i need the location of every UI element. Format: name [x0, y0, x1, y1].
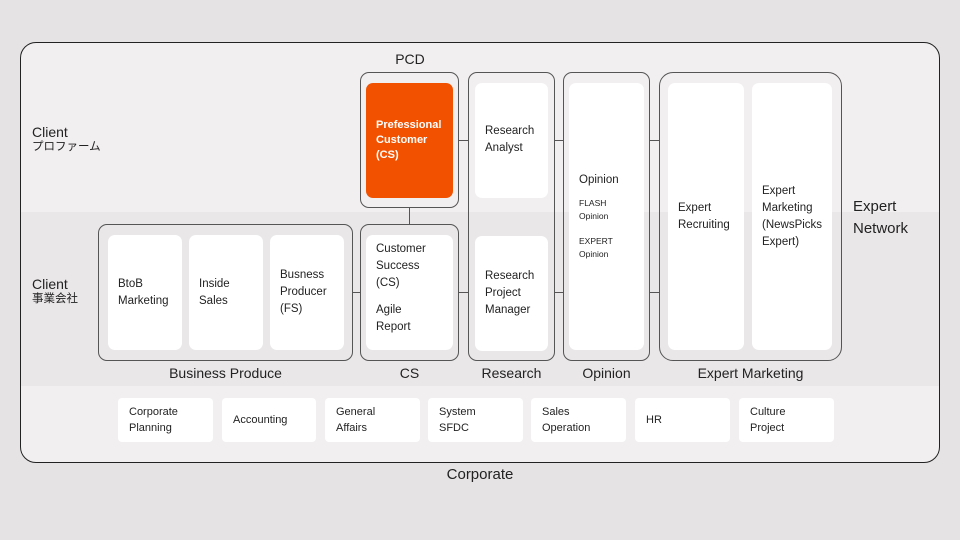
group-label-opinion: Opinion — [582, 365, 631, 381]
card-opinion[interactable]: Opinion FLASH Opinion EXPERT Opinion — [569, 83, 644, 350]
group-label-cs: CS — [399, 365, 420, 381]
card-business-producer[interactable]: Busness Producer (FS) — [270, 235, 344, 350]
connector-line — [409, 208, 411, 225]
group-opinion — [563, 72, 650, 361]
connector-line — [650, 292, 659, 294]
corporate-item-accounting[interactable]: Accounting — [222, 398, 316, 442]
card-opinion-title: Opinion — [579, 174, 619, 186]
group-cs — [360, 224, 459, 361]
row-label-title: Client — [32, 276, 68, 292]
connector-line — [353, 292, 361, 294]
card-expert-opinion: EXPERT Opinion — [579, 236, 613, 259]
row-label-client-business: Client 事業会社 — [32, 276, 78, 306]
row-label-expert-network: Expert Network — [853, 198, 909, 237]
card-research-analyst[interactable]: Research Analyst — [475, 83, 548, 198]
corporate-item-hr[interactable]: HR — [635, 398, 730, 442]
group-business-produce — [98, 224, 353, 361]
corporate-label: Corporate — [446, 466, 514, 483]
connector-line — [459, 292, 468, 294]
card-customer-success[interactable]: Customer Success (CS) Agile Report — [366, 235, 453, 350]
row-label-sub: 事業会社 — [32, 293, 78, 305]
group-label-expert-marketing: Expert Marketing — [697, 365, 804, 381]
row-label-sub: プロファーム — [32, 141, 101, 153]
card-btob-marketing[interactable]: BtoB Marketing — [108, 235, 182, 350]
group-label-pcd: PCD — [395, 51, 425, 67]
corporate-item-sales-operation[interactable]: Sales Operation — [531, 398, 626, 442]
row-label-client-profirm: Client プロファーム — [32, 124, 101, 154]
card-expert-recruiting[interactable]: Expert Recruiting — [668, 83, 744, 350]
corporate-item-general-affairs[interactable]: General Affairs — [325, 398, 420, 442]
corporate-item-culture-project[interactable]: Culture Project — [739, 398, 834, 442]
card-research-project-manager[interactable]: Research Project Manager — [475, 236, 548, 351]
group-research — [468, 72, 555, 361]
connector-line — [555, 292, 563, 294]
corporate-item-system-sfdc[interactable]: System SFDC — [428, 398, 523, 442]
group-label-business-produce: Business Produce — [169, 365, 282, 381]
group-pcd — [360, 72, 459, 208]
card-inside-sales[interactable]: Inside Sales — [189, 235, 263, 350]
connector-line — [555, 140, 563, 142]
corporate-item-corporate-planning[interactable]: Corporate Planning — [118, 398, 213, 442]
connector-line — [650, 140, 659, 142]
connector-line — [459, 140, 468, 142]
group-label-research: Research — [481, 365, 542, 381]
row-label-title: Client — [32, 124, 68, 140]
card-professional-customer[interactable]: Prefessional Customer (CS) — [366, 83, 453, 198]
group-expert-marketing — [659, 72, 842, 361]
card-customer-success-text: Customer Success (CS) — [376, 243, 426, 289]
card-agile-report-text: Agile Report — [376, 304, 411, 333]
card-flash-opinion: FLASH Opinion — [579, 198, 609, 221]
card-expert-marketing[interactable]: Expert Marketing (NewsPicks Expert) — [752, 83, 832, 350]
